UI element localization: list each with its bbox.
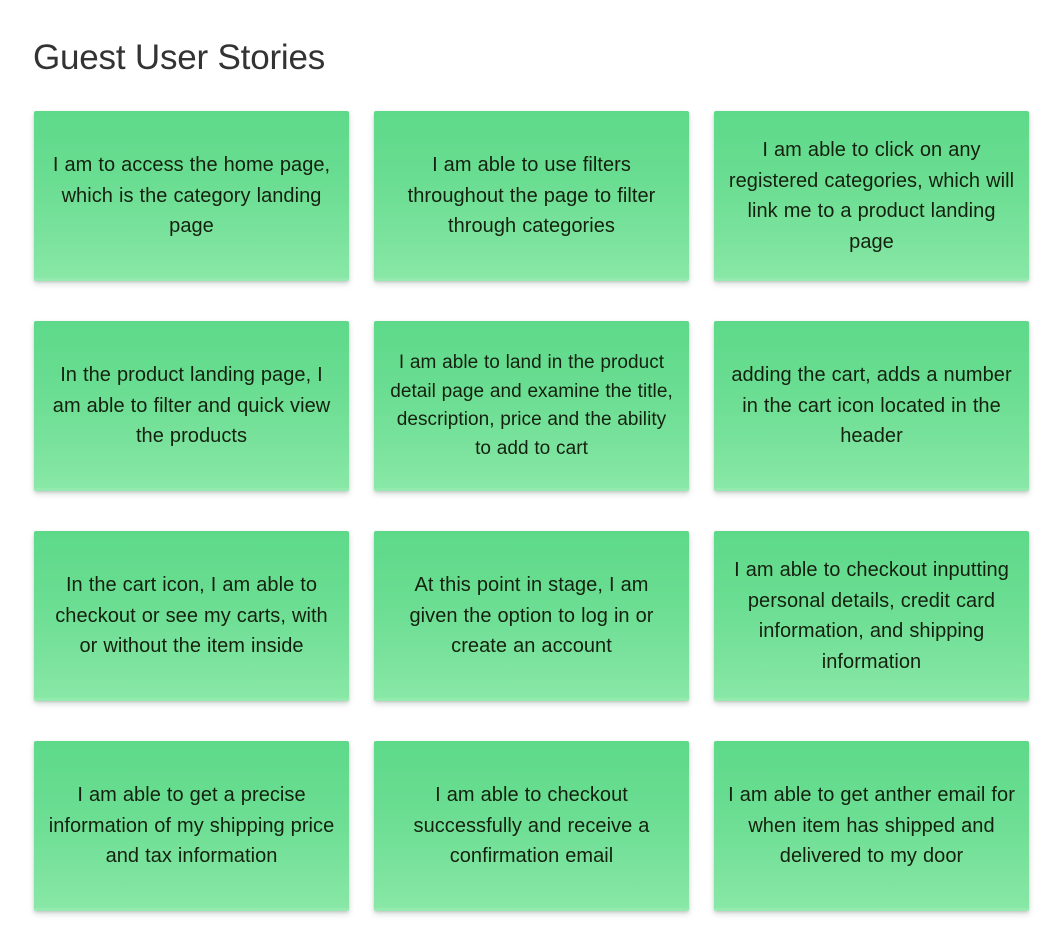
story-card-text: I am able to land in the product detail … bbox=[390, 352, 673, 459]
story-card-text: I am able to get anther email for when i… bbox=[728, 784, 1015, 868]
story-card-text: I am able to get a precise information o… bbox=[48, 784, 335, 868]
story-card[interactable]: adding the cart, adds a number in the ca… bbox=[714, 321, 1029, 491]
story-card[interactable]: In the cart icon, I am able to checkout … bbox=[34, 531, 349, 701]
story-card-text: I am able to click on any registered cat… bbox=[728, 139, 1015, 253]
story-card-text: I am able to use filters throughout the … bbox=[407, 154, 656, 238]
story-card[interactable]: I am to access the home page, which is t… bbox=[34, 111, 349, 281]
story-card[interactable]: I am able to use filters throughout the … bbox=[374, 111, 689, 281]
story-card[interactable]: I am able to land in the product detail … bbox=[374, 321, 689, 491]
story-card[interactable]: I am able to click on any registered cat… bbox=[714, 111, 1029, 281]
story-card[interactable]: I am able to checkout inputting personal… bbox=[714, 531, 1029, 701]
story-card[interactable]: I am able to get anther email for when i… bbox=[714, 741, 1029, 911]
story-card-text: I am able to checkout inputting personal… bbox=[734, 559, 1009, 673]
story-card[interactable]: I am able to get a precise information o… bbox=[34, 741, 349, 911]
story-card-text: I am to access the home page, which is t… bbox=[52, 154, 331, 238]
story-card[interactable]: At this point in stage, I am given the o… bbox=[374, 531, 689, 701]
story-card[interactable]: I am able to checkout successfully and r… bbox=[374, 741, 689, 911]
story-card-text: In the cart icon, I am able to checkout … bbox=[55, 574, 328, 658]
story-card-board: I am to access the home page, which is t… bbox=[34, 111, 1029, 911]
story-card-text: adding the cart, adds a number in the ca… bbox=[731, 364, 1012, 448]
page-title: Guest User Stories bbox=[33, 38, 326, 77]
story-card[interactable]: In the product landing page, I am able t… bbox=[34, 321, 349, 491]
story-card-text: I am able to checkout successfully and r… bbox=[413, 784, 650, 868]
story-card-text: In the product landing page, I am able t… bbox=[52, 364, 331, 448]
story-card-text: At this point in stage, I am given the o… bbox=[409, 574, 654, 658]
